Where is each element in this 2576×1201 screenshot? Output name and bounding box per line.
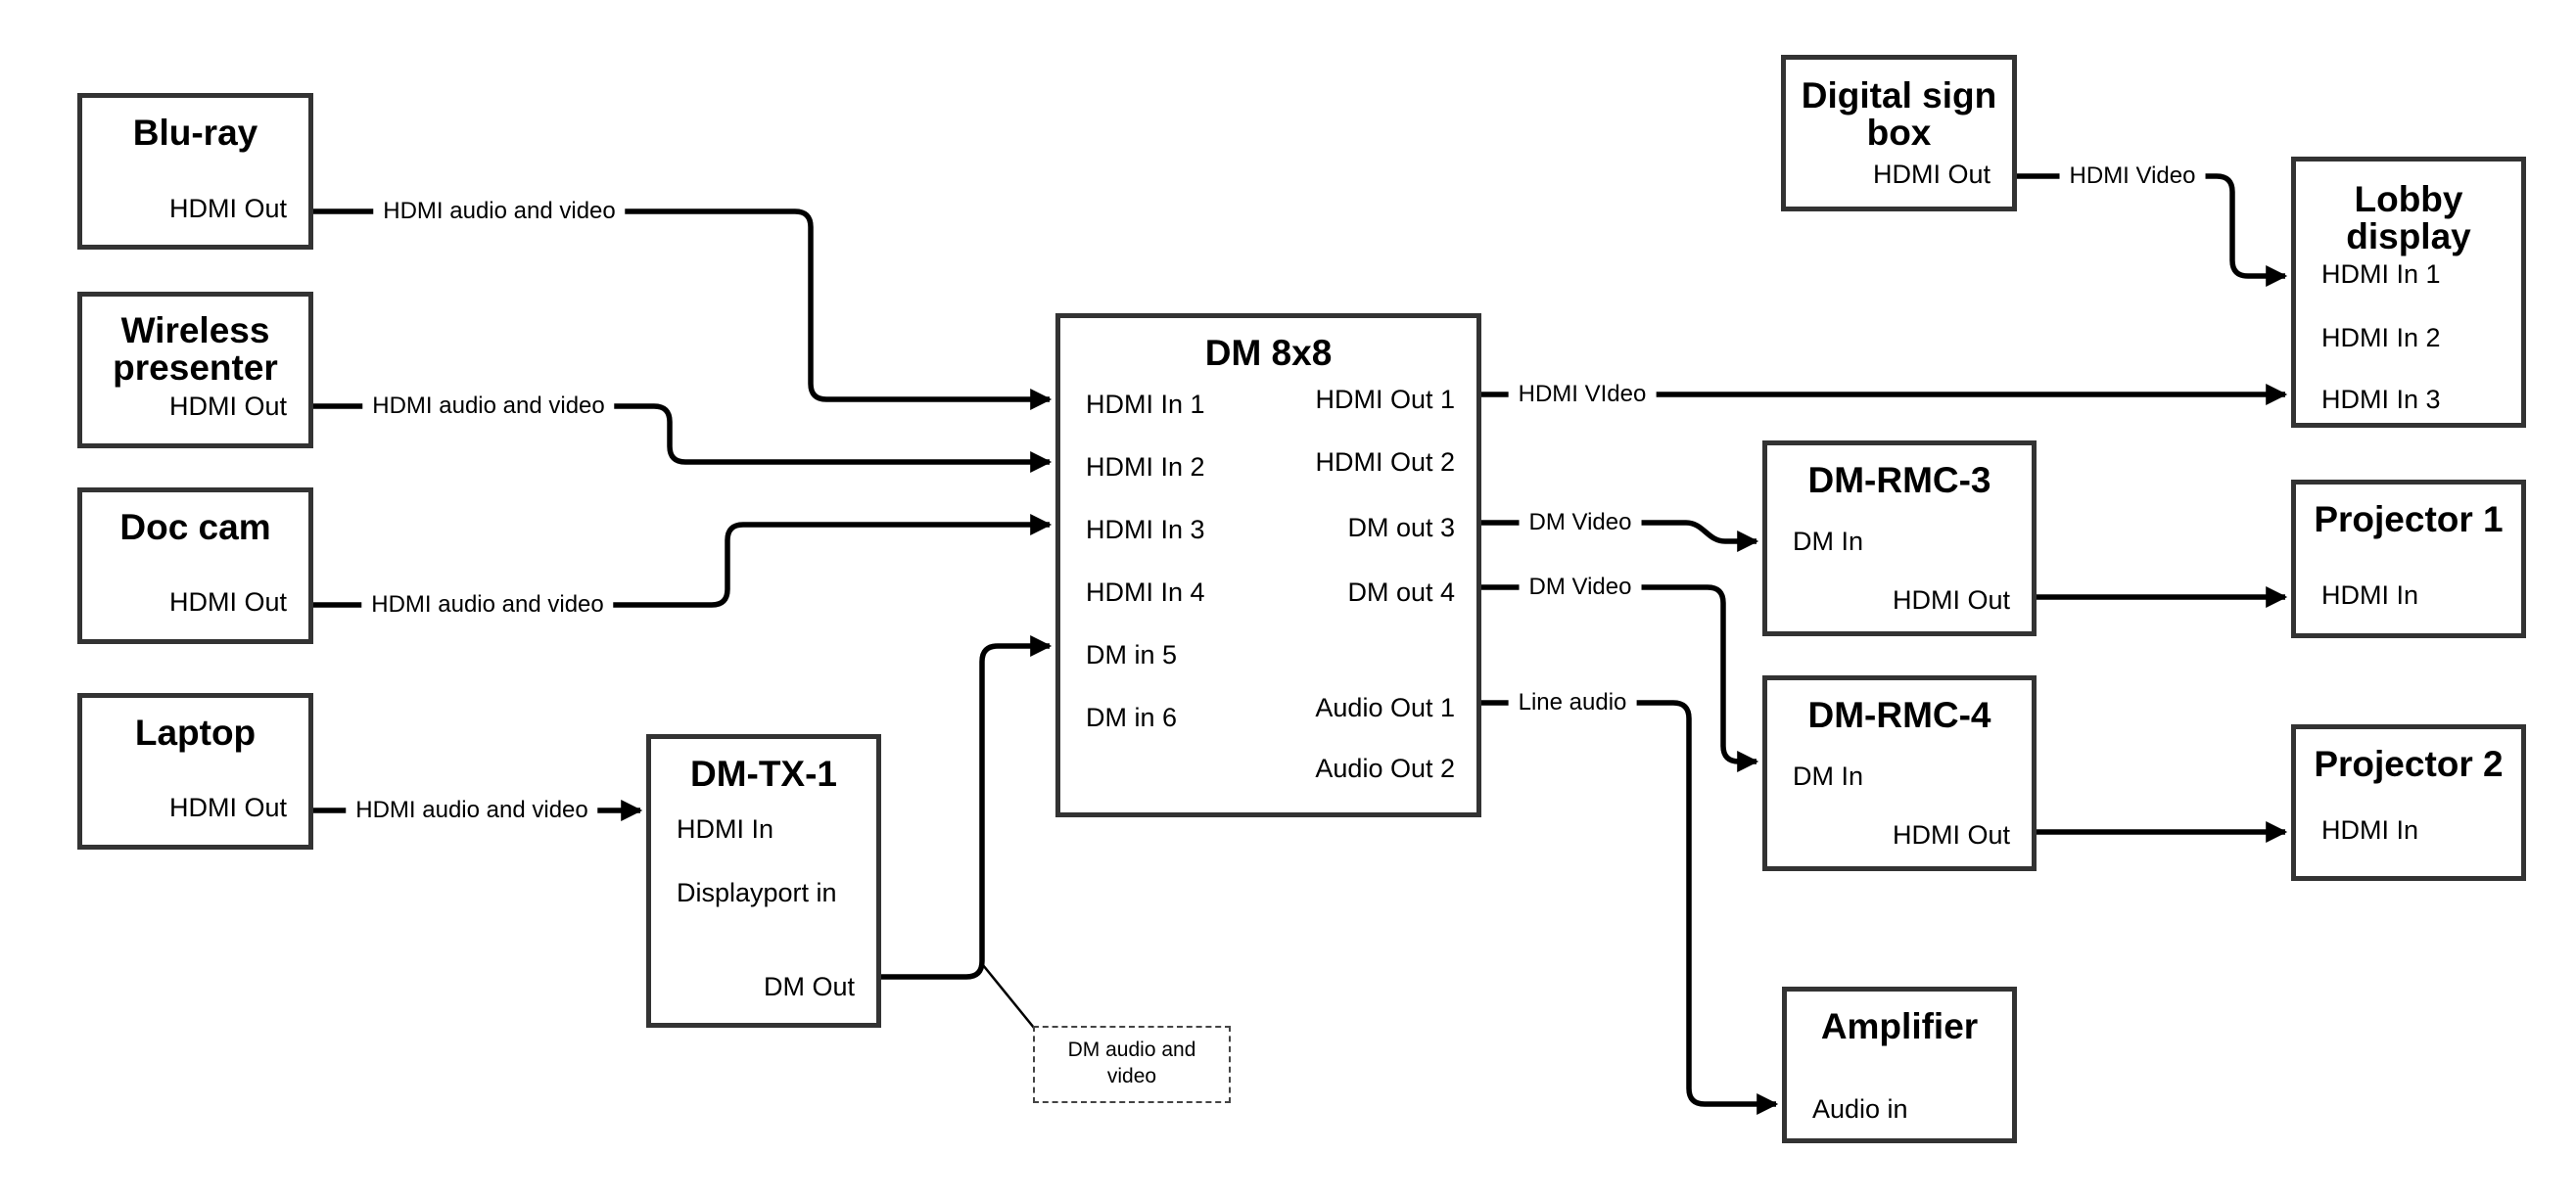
port-bluray-hdmi-out: HDMI Out (168, 194, 287, 223)
port-dm8x8-hdmi-out-2: HDMI Out 2 (1315, 447, 1455, 477)
port-dmrmc3-hdmi-out: HDMI Out (1892, 585, 2010, 615)
node-amplifier-title: Amplifier (1820, 1006, 1979, 1046)
node-digitalsign-title-line1: Digital sign (1801, 75, 1997, 115)
node-wireless-title-line1: Wireless (120, 310, 270, 350)
port-dm8x8-dm-in-5: DM in 5 (1086, 640, 1178, 670)
port-dm8x8-dm-in-6: DM in 6 (1086, 703, 1178, 732)
node-amplifier: Amplifier Audio in (1782, 987, 2017, 1143)
node-wireless-presenter: Wireless presenter HDMI Out (77, 292, 313, 448)
node-digitalsign-title-line2: box (1866, 113, 1932, 153)
edge-label-hdmi-video-sign: HDMI Video (2059, 162, 2206, 191)
node-dm8x8-title: DM 8x8 (1204, 333, 1333, 373)
node-projector-1: Projector 1 HDMI In (2291, 480, 2526, 638)
edge-digitalsign-to-lobby-in1 (2017, 173, 2288, 287)
node-dmrmc3-title: DM-RMC-3 (1807, 460, 1991, 500)
port-laptop-hdmi-out: HDMI Out (168, 793, 287, 822)
port-dmrmc4-hdmi-out: HDMI Out (1892, 820, 2010, 850)
port-dm8x8-audio-out-2: Audio Out 2 (1315, 754, 1455, 783)
edge-label-dm-video-out4: DM Video (1519, 573, 1642, 602)
edge-label-laptop-hdmi: HDMI audio and video (346, 796, 598, 825)
port-wireless-hdmi-out: HDMI Out (168, 392, 287, 421)
node-projector-2: Projector 2 HDMI In (2291, 724, 2526, 881)
port-doccam-hdmi-out: HDMI Out (168, 587, 287, 617)
port-dm8x8-dm-out-3: DM out 3 (1347, 513, 1455, 542)
port-proj2-hdmi-in: HDMI In (2321, 815, 2419, 845)
callout-dm-audio-video: DM audio and video (1033, 1026, 1231, 1103)
node-wireless-title-line2: presenter (113, 347, 278, 388)
node-digital-sign-box: Digital sign box HDMI Out (1781, 55, 2017, 211)
callout-line1: DM audio and (1067, 1039, 1196, 1061)
node-doccam-title: Doc cam (119, 507, 271, 547)
node-dm-rmc-3: DM-RMC-3 DM In HDMI Out (1762, 440, 2037, 636)
node-lobby-title-line1: Lobby (2354, 179, 2463, 219)
node-dmtx1-title: DM-TX-1 (689, 754, 838, 794)
edge-wireless-to-dm8x8-in2 (313, 403, 1053, 473)
node-lobby-display: Lobby display HDMI In 1 HDMI In 2 HDMI I… (2291, 157, 2526, 428)
node-bluray: Blu-ray HDMI Out (77, 93, 313, 250)
edge-dm8x8-out3-to-dmrmc3 (1481, 520, 1759, 552)
edge-dm8x8-out4-to-dmrmc4 (1481, 584, 1759, 772)
edge-doccam-to-dm8x8-in3 (313, 514, 1053, 608)
node-lobby-title-line2: display (2346, 216, 2471, 256)
port-dmtx1-displayport-in: Displayport in (677, 878, 837, 907)
port-lobby-hdmi-in-1: HDMI In 1 (2321, 259, 2441, 289)
node-proj2-title: Projector 2 (2314, 744, 2504, 784)
port-dmtx1-hdmi-in: HDMI In (677, 814, 774, 844)
port-digitalsign-hdmi-out: HDMI Out (1872, 160, 1991, 189)
node-proj1-title: Projector 1 (2314, 499, 2504, 539)
port-lobby-hdmi-in-2: HDMI In 2 (2321, 323, 2441, 352)
port-dm8x8-hdmi-in-2: HDMI In 2 (1086, 452, 1205, 482)
port-dmtx1-dm-out: DM Out (763, 972, 855, 1001)
callout-leader-line (982, 964, 1035, 1029)
port-lobby-hdmi-in-3: HDMI In 3 (2321, 385, 2441, 414)
port-dm8x8-hdmi-out-1: HDMI Out 1 (1315, 385, 1455, 414)
node-dmrmc4-title: DM-RMC-4 (1807, 695, 1991, 735)
port-dmrmc3-dm-in: DM In (1793, 527, 1864, 556)
edge-label-line-audio: Line audio (1508, 688, 1637, 717)
edge-label-dm-video-out3: DM Video (1519, 508, 1642, 537)
node-dm-tx-1: DM-TX-1 HDMI In Displayport in DM Out (646, 734, 881, 1028)
node-bluray-title: Blu-ray (132, 113, 258, 153)
port-dm8x8-dm-out-4: DM out 4 (1347, 577, 1455, 607)
port-dmrmc4-dm-in: DM In (1793, 762, 1864, 791)
port-proj1-hdmi-in: HDMI In (2321, 580, 2419, 610)
node-laptop-title: Laptop (134, 713, 257, 753)
port-dm8x8-hdmi-in-3: HDMI In 3 (1086, 515, 1205, 544)
edge-label-wireless-hdmi: HDMI audio and video (362, 392, 615, 421)
port-dm8x8-audio-out-1: Audio Out 1 (1315, 693, 1455, 722)
edge-label-bluray-hdmi: HDMI audio and video (373, 197, 626, 226)
node-dm-8x8: DM 8x8 HDMI In 1 HDMI In 2 HDMI In 3 HDM… (1055, 313, 1481, 817)
edge-dm8x8-audio1-to-amplifier (1481, 700, 1779, 1115)
node-laptop: Laptop HDMI Out (77, 693, 313, 850)
port-dm8x8-hdmi-in-4: HDMI In 4 (1086, 577, 1205, 607)
edge-label-doccam-hdmi: HDMI audio and video (361, 590, 614, 620)
edge-label-hdmi-video-out1: HDMI VIdeo (1508, 380, 1657, 409)
edge-bluray-to-dm8x8-in1 (313, 208, 1053, 410)
node-dm-rmc-4: DM-RMC-4 DM In HDMI Out (1762, 675, 2037, 871)
edge-dmtx1-to-dm8x8-in5 (881, 635, 1053, 980)
callout-line2: video (1106, 1065, 1157, 1087)
port-dm8x8-hdmi-in-1: HDMI In 1 (1086, 390, 1205, 419)
port-amplifier-audio-in: Audio in (1812, 1094, 1908, 1124)
node-doc-cam: Doc cam HDMI Out (77, 487, 313, 644)
